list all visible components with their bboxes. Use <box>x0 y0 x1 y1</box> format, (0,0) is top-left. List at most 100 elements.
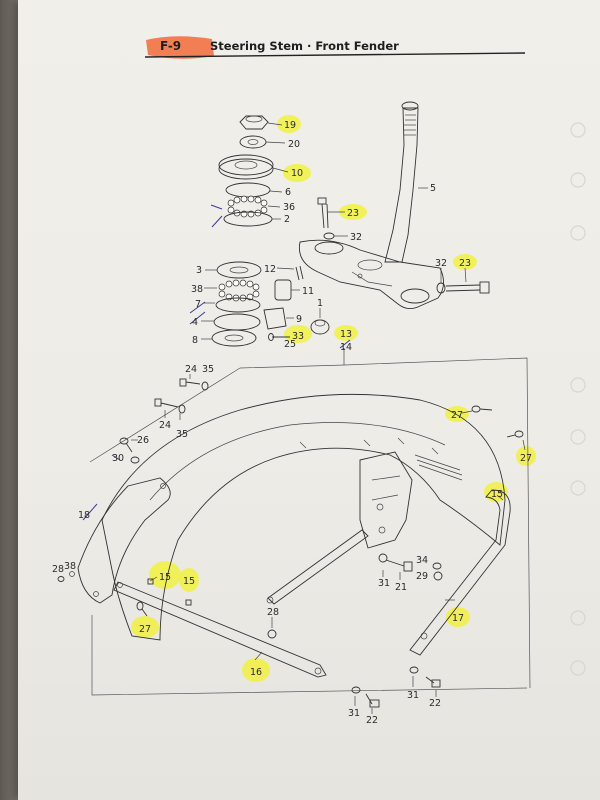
front-fender-assembly <box>57 357 531 708</box>
callout-24-upper: 24 <box>185 364 197 375</box>
lock-washer-32a <box>323 232 335 240</box>
callout-10: 10 <box>291 168 303 179</box>
callout-12: 12 <box>264 264 276 275</box>
pen-marks <box>82 204 351 521</box>
stopper-pin <box>295 265 304 281</box>
bolt-21 <box>378 553 413 572</box>
bolt-22-lower <box>351 686 380 708</box>
stopper-block <box>263 307 287 330</box>
callout-2: 2 <box>284 214 290 225</box>
nut-15-b <box>185 599 192 606</box>
callout-30: 30 <box>112 453 124 464</box>
bolt-24-upper <box>179 378 209 391</box>
callout-16: 16 <box>250 667 262 678</box>
callout-38-lower: 38 <box>64 561 76 572</box>
fender-shell <box>101 393 506 641</box>
callout-5: 5 <box>430 183 436 194</box>
callout-32-left: 32 <box>350 232 362 243</box>
screw-26 <box>119 437 140 464</box>
ball-race-7 <box>215 297 261 313</box>
callout-labels: 19 20 10 6 36 2 5 23 32 12 32 23 3 38 7 … <box>52 120 532 726</box>
steering-stem <box>384 101 419 263</box>
seal-bore <box>224 334 244 342</box>
bolt-24-lower <box>154 398 186 414</box>
washer-28-left <box>57 576 65 582</box>
callout-17: 17 <box>452 613 464 624</box>
manual-page <box>18 0 600 800</box>
callout-34: 34 <box>416 555 428 566</box>
fender-stay-16 <box>113 581 327 678</box>
callout-23-side: 23 <box>459 258 471 269</box>
callout-3: 3 <box>196 265 202 276</box>
stem-washer <box>239 135 267 149</box>
callout-35-lower: 35 <box>176 429 188 440</box>
callout-29: 29 <box>416 571 428 582</box>
header-title: Steering Stem · Front Fender <box>210 39 399 53</box>
callout-4: 4 <box>192 317 198 328</box>
lower-steel-balls <box>218 279 260 302</box>
bolt-27-right-top <box>471 405 493 413</box>
callout-20: 20 <box>288 139 300 150</box>
callout-19: 19 <box>284 120 296 131</box>
pinch-bolt-side <box>436 281 490 294</box>
steel-balls <box>227 195 268 218</box>
bottom-bridge <box>298 239 444 309</box>
callout-25: 25 <box>284 339 296 350</box>
washer-34 <box>432 562 442 570</box>
bolt-27-right-side <box>506 430 524 438</box>
callout-1: 1 <box>317 298 323 309</box>
adjusting-nut <box>218 154 274 180</box>
callout-22-right: 22 <box>429 698 441 709</box>
callout-38-upper: 38 <box>191 284 203 295</box>
callout-8: 8 <box>192 335 198 346</box>
stem-leaders <box>201 122 467 365</box>
fender-front-flap <box>69 477 171 604</box>
steering-stem-assembly <box>211 101 490 347</box>
callout-27-top: 27 <box>451 410 463 421</box>
stopper-rubber <box>274 279 292 301</box>
callout-15-middle: 15 <box>183 576 195 587</box>
callout-11: 11 <box>302 286 314 297</box>
callout-35-upper: 35 <box>202 364 214 375</box>
callout-31-bottom: 31 <box>348 708 360 719</box>
fender-leaders <box>131 374 526 714</box>
callout-31-mid: 31 <box>378 578 390 589</box>
callout-9: 9 <box>296 314 302 325</box>
pinch-bolt-upper <box>317 197 329 229</box>
cap-nut <box>310 319 330 335</box>
callout-18: 18 <box>78 510 90 521</box>
race-bore <box>229 266 249 274</box>
callout-28-center: 28 <box>267 607 279 618</box>
callout-33: 33 <box>292 331 304 342</box>
washer-28-center <box>267 629 277 639</box>
callout-26: 26 <box>137 435 149 446</box>
callout-23-upper: 23 <box>347 208 359 219</box>
header-rule <box>144 52 526 58</box>
bolt-22-right <box>409 666 441 688</box>
header-marker <box>146 36 214 59</box>
highlighter-marks <box>131 115 536 682</box>
callout-27-left: 27 <box>139 624 151 635</box>
page-header: F-9 Steering Stem · Front Fender <box>144 36 526 59</box>
callout-28-left: 28 <box>52 564 64 575</box>
binder-holes <box>570 122 586 676</box>
bolt-27-left <box>136 601 148 617</box>
cone-race <box>225 182 271 198</box>
callout-32-right: 32 <box>435 258 447 269</box>
stem-nut <box>239 115 269 130</box>
callout-27-right: 27 <box>520 453 532 464</box>
small-screw <box>268 333 290 341</box>
callout-22-bottom: 22 <box>366 715 378 726</box>
callout-15-right: 15 <box>491 489 503 500</box>
callout-15-left: 15 <box>159 572 171 583</box>
dust-seal-8 <box>211 329 257 347</box>
callout-36: 36 <box>283 202 295 213</box>
nut-29 <box>433 571 443 581</box>
nut-15-a <box>147 578 154 585</box>
callout-13: 13 <box>340 329 352 340</box>
callout-31-right: 31 <box>407 690 419 701</box>
dust-seal-4 <box>213 313 261 331</box>
callout-7: 7 <box>195 299 201 310</box>
callout-24-lower: 24 <box>159 420 171 431</box>
